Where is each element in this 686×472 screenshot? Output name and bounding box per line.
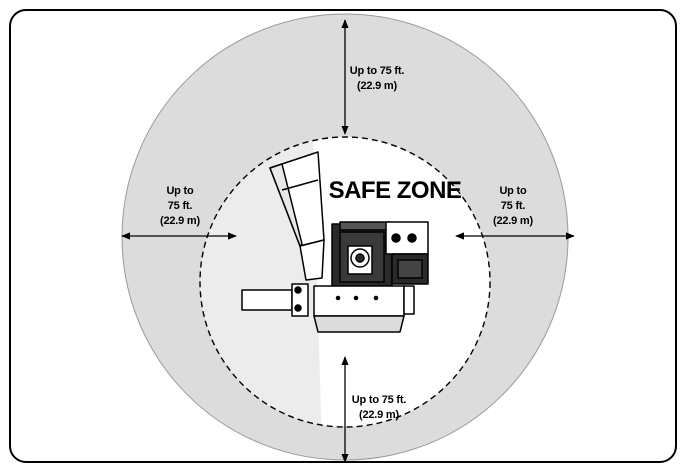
left-distance-line3: (22.9 m) [160,215,201,227]
top-distance-line2: (22.9 m) [357,80,398,92]
left-distance-line1: Up to [166,185,194,197]
bottom-distance-line2: (22.9 m) [359,409,400,421]
safe-zone-boundary [199,136,491,428]
bottom-distance-line1: Up to 75 ft. [352,394,407,406]
wood-chipper-illustration [241,151,429,333]
left-distance-line2: 75 ft. [168,200,193,212]
safe-zone-label: SAFE ZONE [329,177,462,204]
right-distance-line3: (22.9 m) [493,215,534,227]
right-distance-line2: 75 ft. [501,200,526,212]
top-distance-line1: Up to 75 ft. [350,65,405,77]
right-distance-line1: Up to [499,185,527,197]
